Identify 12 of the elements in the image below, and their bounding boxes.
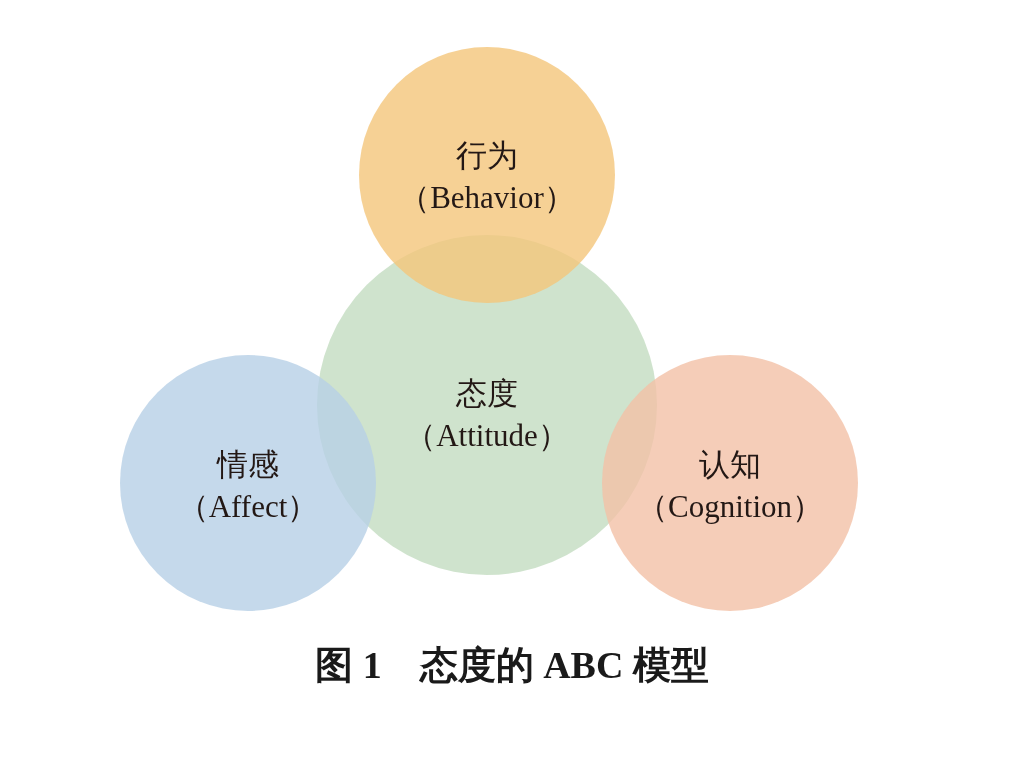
figure-caption: 图 1 态度的 ABC 模型 <box>315 644 709 686</box>
circle-title: 行为 <box>456 136 518 175</box>
circle-title: 认知 <box>699 445 761 484</box>
venn-circle <box>120 355 376 611</box>
circle-subtitle: （Cognition） <box>637 488 823 526</box>
circle-title: 情感 <box>217 445 279 484</box>
venn-circle <box>602 355 858 611</box>
circle-title: 态度 <box>456 374 518 413</box>
circle-subtitle: （Behavior） <box>399 179 575 217</box>
venn-circle <box>359 47 615 303</box>
circle-subtitle: （Affect） <box>177 488 319 526</box>
circle-subtitle: （Attitude） <box>405 417 569 455</box>
